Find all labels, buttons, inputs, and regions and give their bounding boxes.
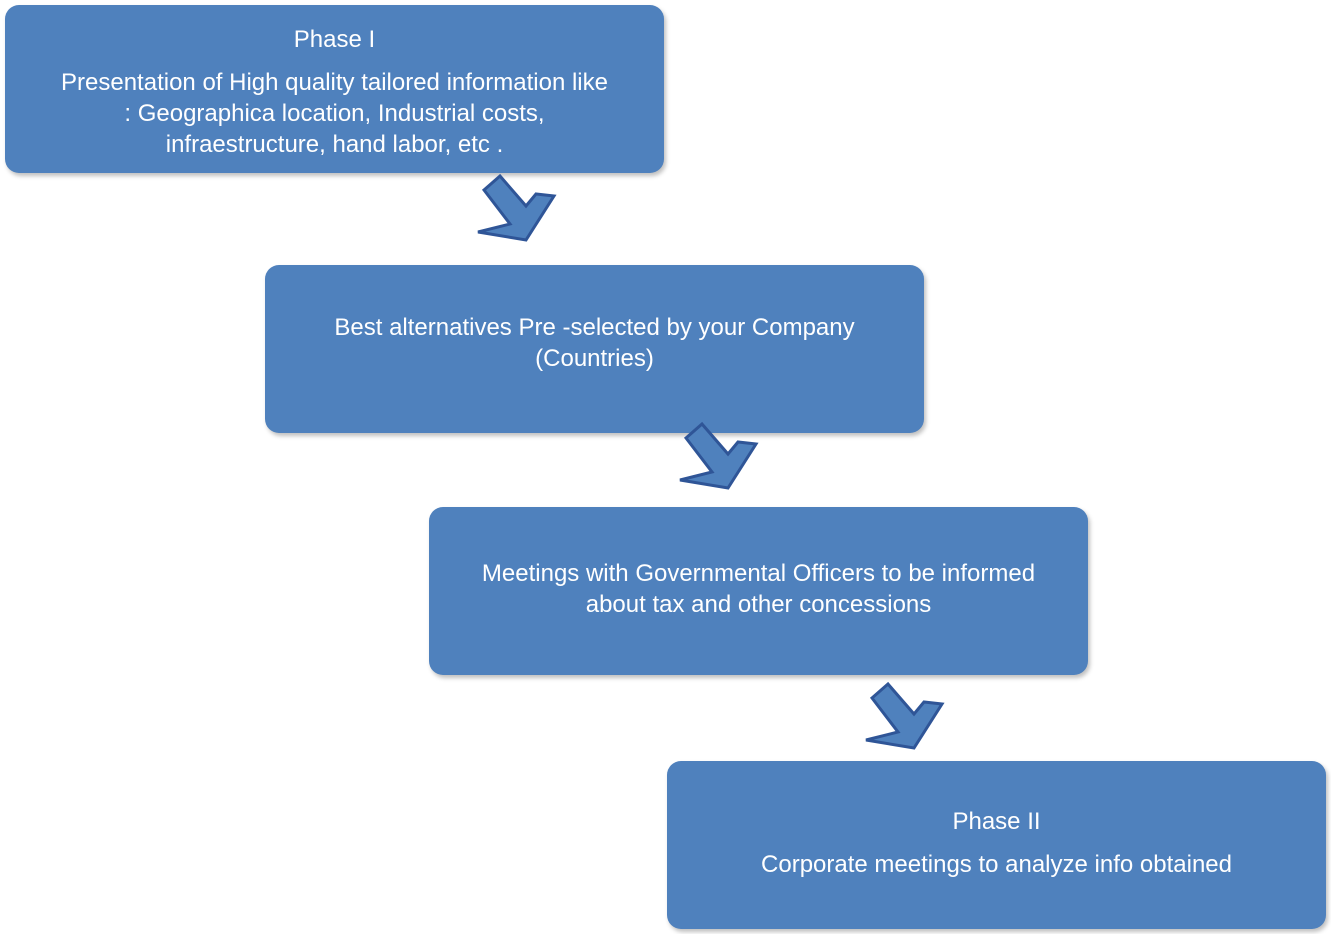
phase-1-line-1: Presentation of High quality tailored in…	[61, 69, 608, 96]
phase-1-box: Phase I Presentation of High quality tai…	[5, 5, 664, 173]
government-meetings-box: Meetings with Governmental Officers to b…	[429, 507, 1088, 675]
down-right-arrow-icon	[858, 680, 948, 760]
phase-2-line-1: Corporate meetings to analyze info obtai…	[761, 851, 1232, 878]
phase-1-line-3: infraestructure, hand labor, etc .	[165, 131, 504, 158]
alternatives-line-2: (Countries)	[535, 345, 654, 372]
down-right-arrow-icon	[672, 420, 762, 500]
down-right-arrow-icon	[470, 172, 560, 252]
phase-1-line-2: : Geographica location, Industrial costs…	[124, 100, 545, 127]
meetings-line-1: Meetings with Governmental Officers to b…	[481, 560, 1036, 587]
alternatives-line-1: Best alternatives Pre -selected by your …	[334, 314, 855, 341]
phase-1-heading: Phase I	[293, 26, 376, 53]
meetings-line-2: about tax and other concessions	[585, 591, 932, 618]
phase-2-heading: Phase II	[952, 808, 1041, 835]
preselected-alternatives-box: Best alternatives Pre -selected by your …	[265, 265, 924, 433]
phase-2-box: Phase II Corporate meetings to analyze i…	[667, 761, 1326, 929]
